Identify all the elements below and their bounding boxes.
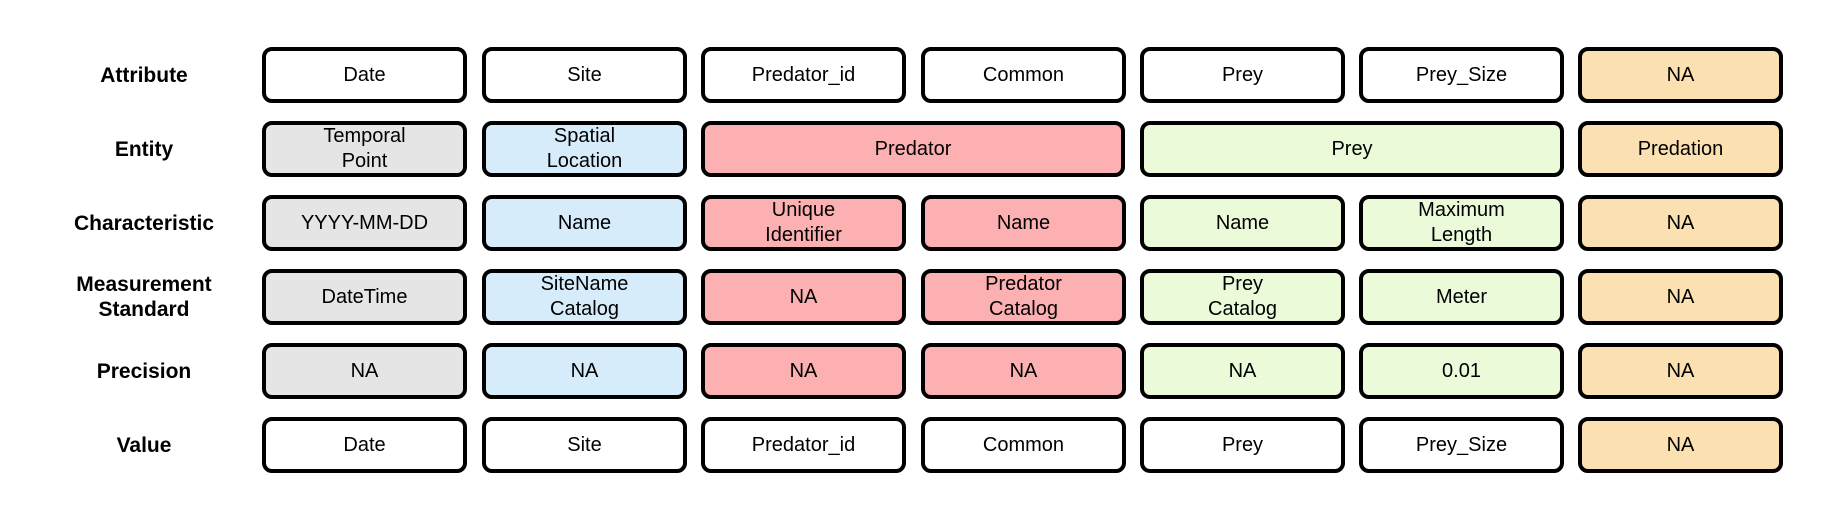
- cell-text: NA: [1666, 359, 1695, 382]
- cell-text: Prey_Size: [1415, 63, 1508, 86]
- cell-entity-temporal-point: Temporal Point: [262, 121, 467, 177]
- cell-value-predator-id: Predator_id: [701, 417, 906, 473]
- cell-precision-na: NA: [262, 343, 467, 399]
- cell-precision-0-01: 0.01: [1359, 343, 1564, 399]
- cell-measurement-standard-datetime: DateTime: [262, 269, 467, 325]
- cell-measurement-standard-na: NA: [1578, 269, 1783, 325]
- cell-text: Maximum Length: [1418, 199, 1505, 246]
- cell-entity-prey: Prey: [1140, 121, 1564, 177]
- cell-text: Name: [557, 211, 612, 234]
- row-label-measurement-standard: Measurement Standard: [60, 269, 228, 325]
- cell-precision-na: NA: [1578, 343, 1783, 399]
- cell-text: Predation: [1637, 137, 1724, 160]
- cell-measurement-standard-meter: Meter: [1359, 269, 1564, 325]
- cell-attribute-predator-id: Predator_id: [701, 47, 906, 103]
- cell-text: Unique Identifier: [765, 199, 842, 246]
- cell-attribute-site: Site: [482, 47, 687, 103]
- cell-value-site: Site: [482, 417, 687, 473]
- cell-characteristic-maximum-length: Maximum Length: [1359, 195, 1564, 251]
- cell-measurement-standard-predator-catalog: Predator Catalog: [921, 269, 1126, 325]
- cell-text: Common: [982, 433, 1065, 456]
- cell-text: Predator_id: [751, 433, 856, 456]
- cell-text: Meter: [1435, 285, 1488, 308]
- cell-value-date: Date: [262, 417, 467, 473]
- cell-characteristic-name: Name: [1140, 195, 1345, 251]
- cell-text: Prey Catalog: [1208, 273, 1277, 320]
- row-label-precision: Precision: [60, 343, 228, 399]
- cell-text: Predator: [874, 137, 952, 160]
- cell-text: NA: [350, 359, 379, 382]
- row-label-text: Value: [116, 433, 172, 457]
- cell-text: NA: [1666, 63, 1695, 86]
- cell-text: Predator_id: [751, 63, 856, 86]
- cell-text: Prey: [1221, 433, 1264, 456]
- cell-value-common: Common: [921, 417, 1126, 473]
- cell-characteristic-na: NA: [1578, 195, 1783, 251]
- cell-text: NA: [570, 359, 599, 382]
- row-label-text: Attribute: [100, 63, 188, 87]
- row-label-characteristic: Characteristic: [60, 195, 228, 251]
- cell-text: Common: [982, 63, 1065, 86]
- cell-text: DateTime: [321, 285, 408, 308]
- cell-value-prey-size: Prey_Size: [1359, 417, 1564, 473]
- row-label-value: Value: [60, 417, 228, 473]
- cell-text: Prey_Size: [1415, 433, 1508, 456]
- row-label-text: Precision: [96, 359, 192, 383]
- cell-text: NA: [789, 359, 818, 382]
- cell-text: Date: [343, 63, 386, 86]
- row-label-text: Measurement Standard: [76, 273, 212, 321]
- cell-text: Date: [343, 433, 386, 456]
- cell-value-na: NA: [1578, 417, 1783, 473]
- cell-measurement-standard-na: NA: [701, 269, 906, 325]
- cell-attribute-common: Common: [921, 47, 1126, 103]
- cell-text: Predator Catalog: [985, 273, 1062, 320]
- cell-entity-spatial-location: Spatial Location: [482, 121, 687, 177]
- cell-text: Site: [567, 433, 602, 456]
- cell-text: NA: [1666, 211, 1695, 234]
- cell-precision-na: NA: [1140, 343, 1345, 399]
- cell-text: Site: [567, 63, 602, 86]
- cell-text: NA: [1666, 285, 1695, 308]
- cell-text: Prey: [1331, 137, 1373, 160]
- cell-precision-na: NA: [482, 343, 687, 399]
- cell-attribute-prey: Prey: [1140, 47, 1345, 103]
- cell-precision-na: NA: [701, 343, 906, 399]
- row-label-attribute: Attribute: [60, 47, 228, 103]
- cell-precision-na: NA: [921, 343, 1126, 399]
- cell-measurement-standard-sitename-catalog: SiteName Catalog: [482, 269, 687, 325]
- cell-characteristic-name: Name: [921, 195, 1126, 251]
- row-label-text: Characteristic: [73, 211, 215, 235]
- cell-text: 0.01: [1442, 359, 1481, 382]
- cell-attribute-date: Date: [262, 47, 467, 103]
- cell-text: Prey: [1221, 63, 1264, 86]
- cell-value-prey: Prey: [1140, 417, 1345, 473]
- cell-attribute-prey-size: Prey_Size: [1359, 47, 1564, 103]
- cell-entity-predator: Predator: [701, 121, 1125, 177]
- cell-text: Name: [1215, 211, 1270, 234]
- cell-text: YYYY-MM-DD: [300, 211, 429, 234]
- cell-characteristic-yyyy-mm-dd: YYYY-MM-DD: [262, 195, 467, 251]
- cell-measurement-standard-prey-catalog: Prey Catalog: [1140, 269, 1345, 325]
- cell-text: Temporal Point: [323, 125, 406, 172]
- cell-text: NA: [789, 285, 818, 308]
- cell-attribute-na: NA: [1578, 47, 1783, 103]
- cell-text: Spatial Location: [546, 125, 623, 172]
- cell-entity-predation: Predation: [1578, 121, 1783, 177]
- cell-text: Name: [996, 211, 1051, 234]
- row-label-text: Entity: [114, 137, 174, 161]
- cell-characteristic-unique-identifier: Unique Identifier: [701, 195, 906, 251]
- cell-text: NA: [1228, 359, 1257, 382]
- cell-characteristic-name: Name: [482, 195, 687, 251]
- row-label-entity: Entity: [60, 121, 228, 177]
- cell-text: SiteName Catalog: [540, 273, 629, 320]
- cell-text: NA: [1666, 433, 1695, 456]
- cell-text: NA: [1009, 359, 1038, 382]
